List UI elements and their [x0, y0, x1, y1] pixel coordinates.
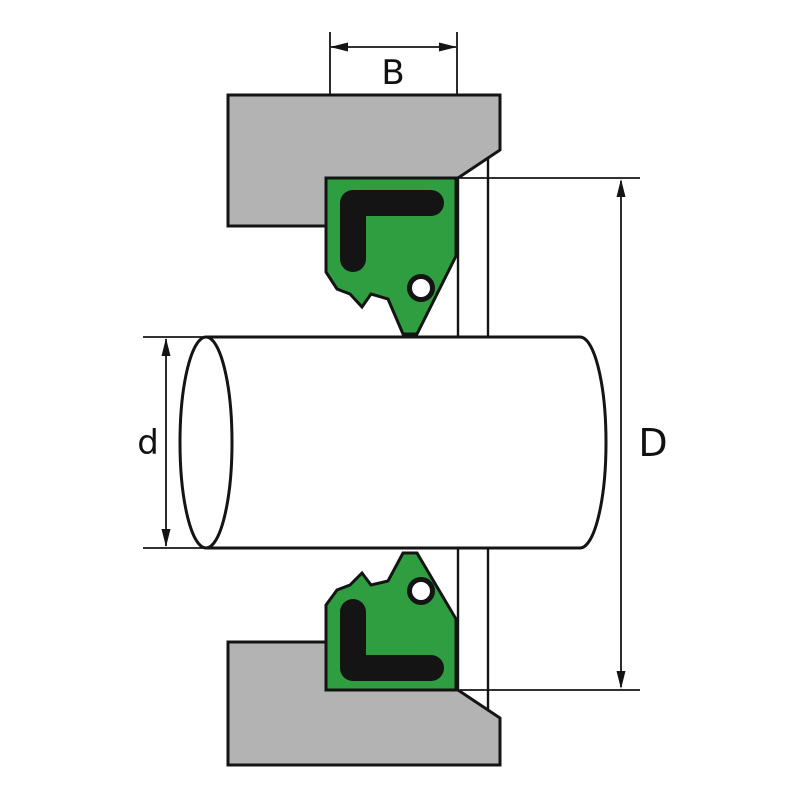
seal-upper-metal-case [340, 190, 444, 272]
dimension-b-arrowhead-right-icon [439, 42, 457, 52]
dimension-d-arrowhead-top-icon [161, 338, 171, 356]
seal-lower-metal-case [340, 599, 444, 681]
dimension-d-label: d [137, 423, 159, 463]
seal-upper [324, 176, 458, 336]
dimension-d-shaft: d [137, 336, 204, 549]
dimension-d-arrowhead-bottom-icon [161, 529, 171, 547]
dimension-d-outer: D [460, 177, 668, 691]
seal-lower [324, 551, 458, 692]
dimension-outer-arrowhead-bottom-icon [616, 671, 626, 689]
dimension-outer-arrowhead-top-icon [616, 179, 626, 197]
shaft-outline [206, 335, 608, 550]
dimension-outer-label: D [638, 421, 667, 465]
dimension-b-label: B [381, 53, 404, 93]
shaft-body-fill [206, 337, 606, 548]
garter-spring-upper [407, 274, 435, 302]
dimension-b-arrowhead-left-icon [330, 42, 348, 52]
shaft [178, 335, 608, 550]
shaft-end-left [178, 335, 234, 550]
garter-spring-lower [407, 577, 435, 605]
dimension-b: B [329, 32, 458, 95]
housing [226, 93, 502, 767]
